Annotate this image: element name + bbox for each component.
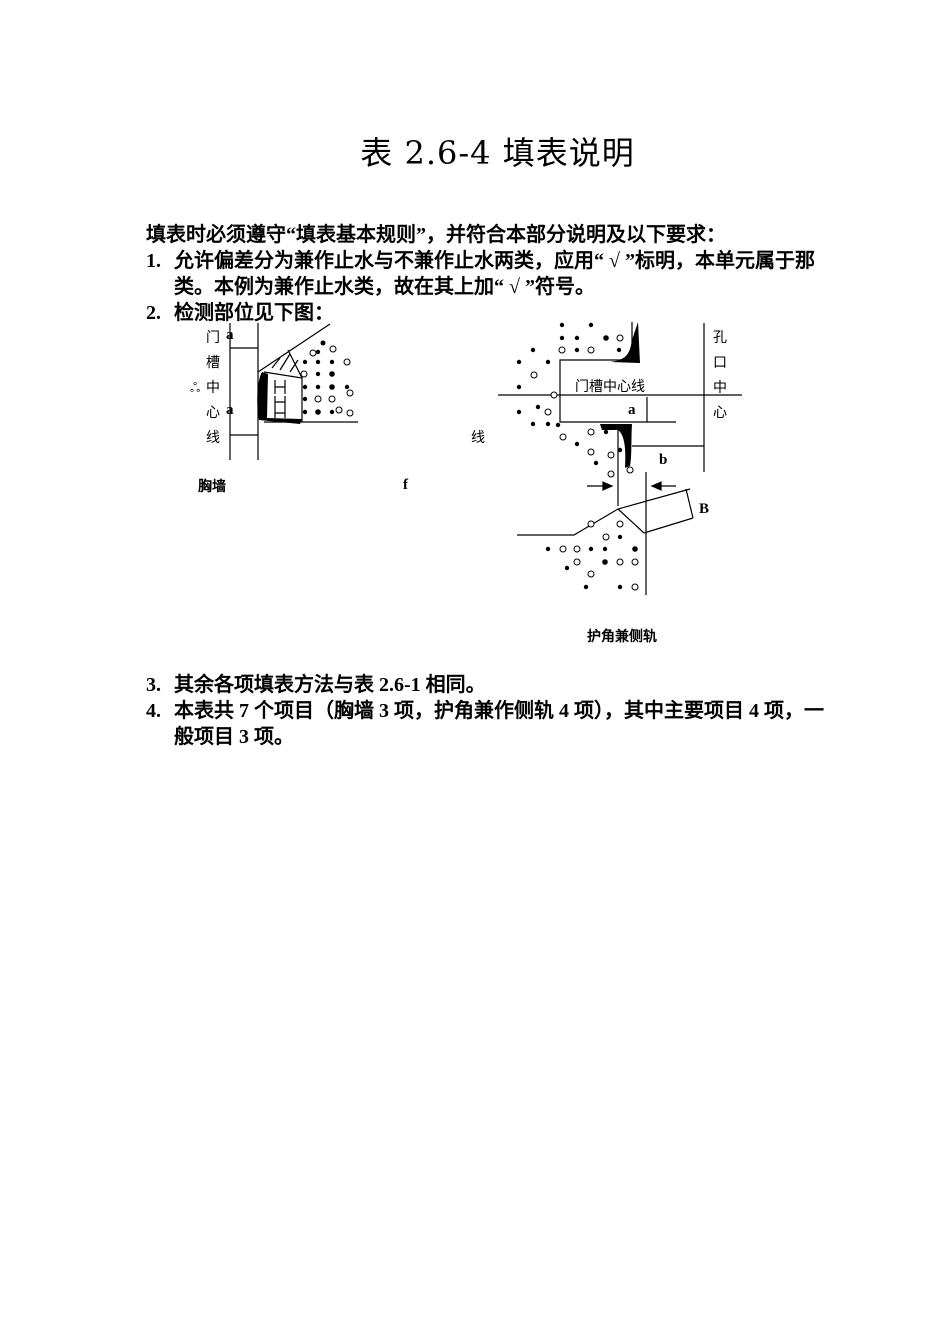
line-label: 线 (471, 430, 485, 446)
item-text: 允许偏差分为兼作止水与不兼作止水两类，应用“ √ ”标明，本单元属于那类。本例为… (174, 250, 815, 298)
dim-a-right: a (628, 402, 636, 418)
label-char: 口 (713, 355, 727, 371)
item-number: 1. (146, 250, 161, 272)
dim-a-top: a (226, 327, 234, 343)
list-item: 2. 检测部位见下图： (146, 300, 826, 326)
instructions-block: 填表时必须遵守“填表基本规则”，并符合本部分说明及以下要求： 1. 允许偏差分为… (146, 222, 826, 326)
label-char: 心 (206, 405, 220, 421)
label-char: 中 (206, 380, 220, 396)
label-char: 槽 (206, 355, 220, 371)
label-char: 中 (713, 380, 727, 396)
item-text: 检测部位见下图： (174, 302, 334, 324)
item-number: 3. (146, 674, 161, 696)
page-title: 表 2.6-4 填表说明 (360, 134, 635, 172)
item-number: 4. (146, 700, 161, 722)
label-char: 线 (206, 430, 220, 446)
inspection-diagram: ஃ (190, 322, 742, 595)
gate-slot-centerline-label: 门 槽 中 心 线 (206, 327, 226, 452)
list-item: 1. 允许偏差分为兼作止水与不兼作止水两类，应用“ √ ”标明，本单元属于那类。… (146, 248, 826, 300)
label-char: 门 (206, 330, 220, 346)
label-char: 孔 (713, 330, 727, 346)
dim-a-bottom: a (226, 402, 234, 418)
list-item: 4. 本表共 7 个项目（胸墙 3 项，护角兼作侧轨 4 项），其中主要项目 4… (146, 698, 826, 750)
hole-center-label: 孔 口 中 心 (713, 327, 733, 427)
item-text: 其余各项填表方法与表 2.6-1 相同。 (174, 674, 486, 696)
list-item: 3. 其余各项填表方法与表 2.6-1 相同。 (146, 672, 826, 698)
instructions-block-2: 3. 其余各项填表方法与表 2.6-1 相同。 4. 本表共 7 个项目（胸墙 … (146, 672, 826, 750)
dim-B-label: B (699, 501, 710, 517)
item-number: 2. (146, 302, 161, 324)
label-char: 心 (713, 405, 727, 421)
corner-guard-caption: 护角兼侧轨 (587, 629, 657, 645)
dim-f-label: f (403, 477, 408, 493)
gate-slot-centerline-text: 门槽中心线 (575, 379, 645, 395)
drop-icon: ஃ (190, 381, 200, 396)
breast-wall-caption: 胸墙 (198, 479, 226, 495)
item-text: 本表共 7 个项目（胸墙 3 项，护角兼作侧轨 4 项），其中主要项目 4 项，… (174, 700, 824, 748)
intro-text: 填表时必须遵守“填表基本规则”，并符合本部分说明及以下要求： (146, 224, 726, 246)
dim-b-label: b (659, 452, 668, 468)
